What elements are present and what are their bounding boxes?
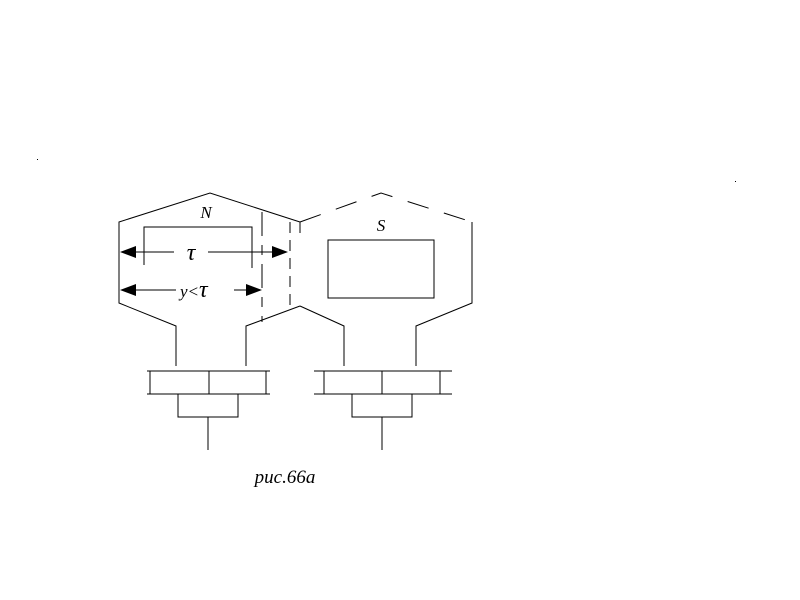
- figure-caption: рис.66а: [253, 467, 316, 488]
- pole-s-label: S: [377, 216, 386, 235]
- coil-pitch-prefix: y<: [178, 282, 199, 301]
- coil-pitch-symbol: τ: [199, 277, 209, 303]
- tau-label: τ: [187, 240, 197, 266]
- speck-left: [37, 159, 38, 160]
- coil-pitch-label: y<τ: [178, 277, 209, 303]
- pole-s-dashed-top: [299, 192, 473, 223]
- pole-s-outline: [415, 222, 473, 366]
- coil-pitch-arrowhead-left: [120, 284, 136, 296]
- coil-pitch-arrowhead-right: [246, 284, 262, 296]
- speck-right: [735, 181, 736, 182]
- pole-n-label: N: [199, 203, 213, 222]
- tau-arrowhead-right: [272, 246, 288, 258]
- pole-s-left-lower: [299, 305, 345, 366]
- pole-n-right-lower: [245, 305, 301, 366]
- commutator-right: [314, 370, 452, 450]
- tau-arrowhead-left: [120, 246, 136, 258]
- pole-s-coil-window: [327, 239, 435, 299]
- tau-label-gap: [174, 240, 208, 262]
- coil-side-bracket: [143, 226, 253, 268]
- coil-pitch-label-gap: [176, 278, 234, 300]
- commutator-left: [147, 370, 270, 450]
